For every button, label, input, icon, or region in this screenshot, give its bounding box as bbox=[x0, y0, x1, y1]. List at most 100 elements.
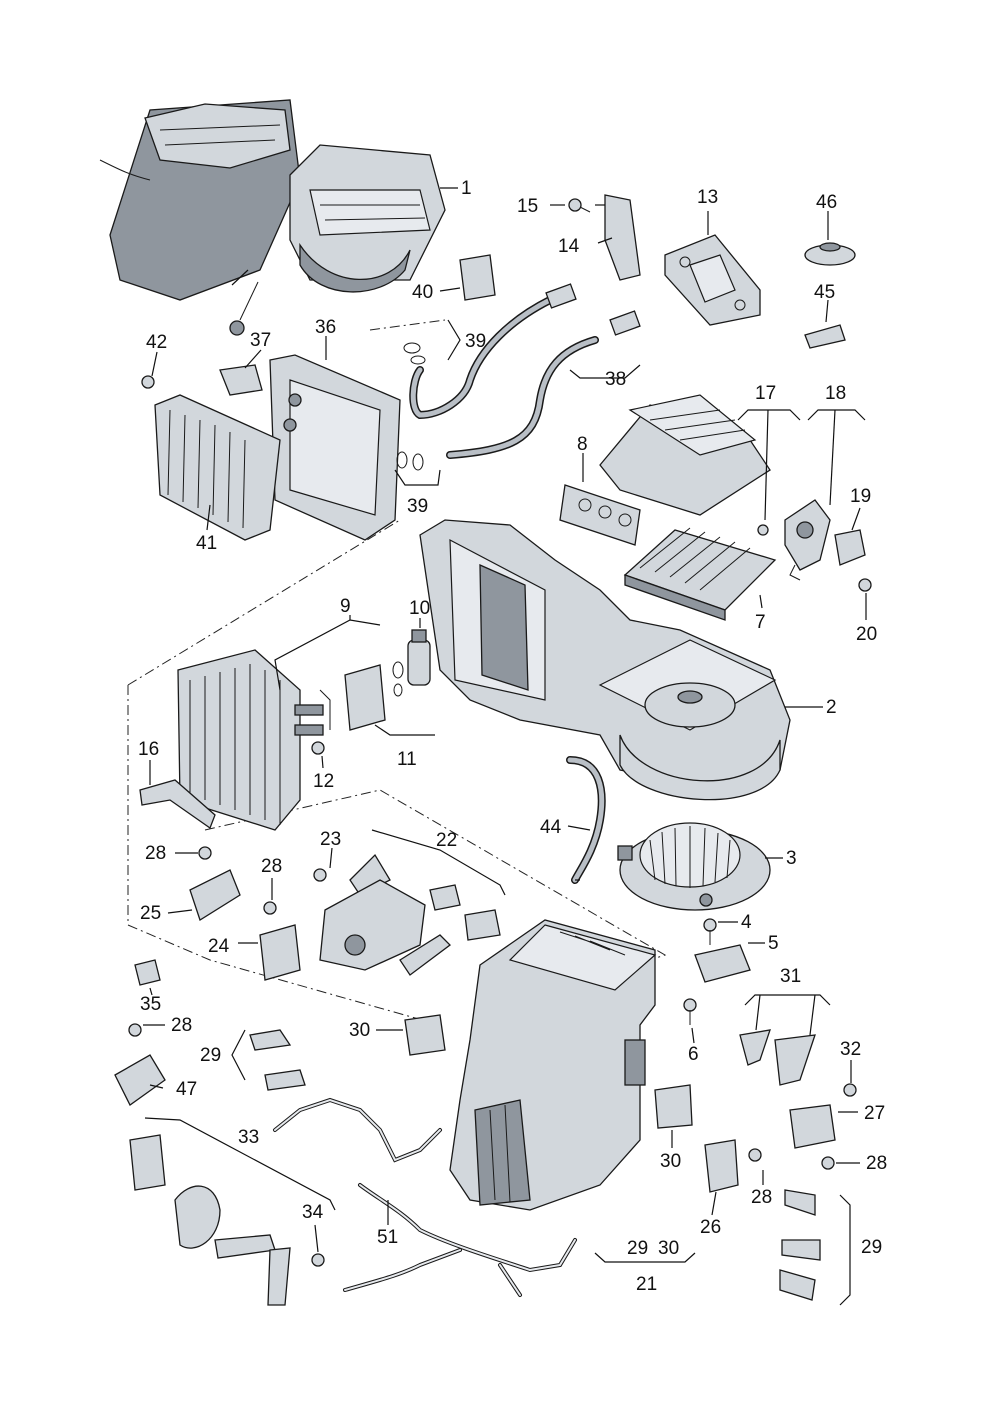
callout-20: 20 bbox=[856, 624, 877, 645]
callout-46: 46 bbox=[816, 192, 837, 213]
grommet-46 bbox=[804, 242, 856, 266]
callout-32: 32 bbox=[840, 1039, 861, 1060]
callout-10: 10 bbox=[409, 598, 430, 619]
servo-motor-24 bbox=[259, 924, 301, 981]
screw-4 bbox=[703, 918, 717, 945]
air-distribution-housing bbox=[449, 919, 657, 1211]
seal-14 bbox=[604, 194, 641, 281]
callout-11: 11 bbox=[397, 749, 417, 770]
callout-51: 51 bbox=[377, 1227, 398, 1248]
pin-45 bbox=[804, 324, 846, 349]
callout-29-c: 29 bbox=[627, 1238, 648, 1259]
screw-42 bbox=[141, 375, 155, 389]
bracket-37 bbox=[219, 364, 263, 396]
callout-33: 33 bbox=[238, 1127, 259, 1148]
callout-7: 7 bbox=[755, 612, 766, 633]
callout-13: 13 bbox=[697, 187, 718, 208]
servo-motor-47 bbox=[114, 1054, 166, 1106]
callout-40: 40 bbox=[412, 282, 433, 303]
sensor-16 bbox=[139, 779, 216, 830]
callout-28-d: 28 bbox=[751, 1187, 772, 1208]
refrigerant-line-38 bbox=[409, 283, 641, 459]
blower-motor bbox=[617, 822, 771, 911]
callout-28-c: 28 bbox=[171, 1015, 192, 1036]
o-ring-39 bbox=[396, 342, 426, 471]
callout-39-b: 39 bbox=[407, 496, 428, 517]
actuator-30 bbox=[404, 1014, 693, 1129]
callout-21: 21 bbox=[636, 1274, 657, 1295]
callout-34: 34 bbox=[302, 1202, 324, 1223]
callout-39-a: 39 bbox=[465, 331, 486, 352]
lever-33 bbox=[129, 1134, 291, 1306]
callout-9: 9 bbox=[340, 596, 351, 617]
servo-motor-18 bbox=[784, 499, 831, 581]
screw-12 bbox=[311, 741, 325, 755]
callout-47: 47 bbox=[176, 1079, 197, 1100]
callout-30-b: 30 bbox=[660, 1151, 681, 1172]
servo-motor-25 bbox=[189, 869, 241, 921]
holder-26 bbox=[704, 1139, 739, 1193]
screw-23 bbox=[313, 868, 327, 882]
callout-8: 8 bbox=[577, 434, 588, 455]
callout-28-e: 28 bbox=[866, 1153, 887, 1174]
drain-hose-44 bbox=[566, 756, 606, 884]
sensor-31 bbox=[739, 1029, 816, 1086]
callout-2: 2 bbox=[826, 697, 837, 718]
callout-45: 45 bbox=[814, 282, 835, 303]
callout-25: 25 bbox=[140, 903, 161, 924]
callout-15: 15 bbox=[517, 196, 538, 217]
callout-28-a: 28 bbox=[145, 843, 166, 864]
callout-24: 24 bbox=[208, 936, 230, 957]
callout-18: 18 bbox=[825, 383, 846, 404]
callout-12: 12 bbox=[313, 771, 334, 792]
clip-35 bbox=[134, 959, 161, 986]
screw-32 bbox=[843, 1083, 857, 1097]
callout-35: 35 bbox=[140, 994, 161, 1015]
callout-29-a: 29 bbox=[200, 1045, 221, 1066]
expansion-valve-40 bbox=[459, 254, 496, 301]
valve-10 bbox=[407, 629, 431, 686]
gasket-13 bbox=[664, 234, 761, 326]
callout-30-c: 30 bbox=[658, 1238, 679, 1259]
callout-29-b: 29 bbox=[861, 1237, 882, 1258]
callout-28-b: 28 bbox=[261, 856, 282, 877]
screw-34 bbox=[311, 1253, 325, 1267]
screw-6 bbox=[683, 998, 697, 1025]
evaporator-36 bbox=[269, 354, 401, 541]
wiring-harness-51 bbox=[273, 1097, 577, 1297]
heater-core-41 bbox=[154, 394, 281, 541]
filter-housing bbox=[599, 394, 771, 516]
callout-labels: 1 2 3 4 5 6 7 8 9 10 11 12 13 14 15 16 1… bbox=[138, 178, 887, 1295]
clip-5 bbox=[694, 944, 751, 983]
air-conditioning-unit bbox=[99, 99, 446, 336]
callout-27: 27 bbox=[864, 1103, 885, 1124]
callout-42: 42 bbox=[146, 332, 167, 353]
callout-19: 19 bbox=[850, 486, 871, 507]
servo-actuator-22 bbox=[319, 879, 426, 971]
callout-44: 44 bbox=[540, 817, 562, 838]
callout-16: 16 bbox=[138, 739, 159, 760]
pollen-filter bbox=[623, 527, 777, 621]
callout-5: 5 bbox=[768, 933, 779, 954]
temperature-sensor-29 bbox=[249, 1029, 821, 1301]
callout-38: 38 bbox=[605, 369, 626, 390]
screw-28 bbox=[128, 846, 835, 1170]
callout-41: 41 bbox=[196, 533, 217, 554]
seal-8 bbox=[559, 484, 641, 546]
callout-3: 3 bbox=[786, 848, 797, 869]
callout-22: 22 bbox=[436, 830, 457, 851]
callout-31: 31 bbox=[780, 966, 801, 987]
callout-36: 36 bbox=[315, 317, 336, 338]
screw-17 bbox=[757, 524, 769, 536]
callout-37: 37 bbox=[250, 330, 271, 351]
actuator-19 bbox=[834, 529, 866, 566]
callout-14: 14 bbox=[558, 236, 580, 257]
callout-1: 1 bbox=[461, 178, 472, 199]
screw-15 bbox=[568, 198, 591, 213]
callout-17: 17 bbox=[755, 383, 776, 404]
callout-30-a: 30 bbox=[349, 1020, 370, 1041]
seal-ring-11 bbox=[392, 661, 404, 697]
callout-6: 6 bbox=[688, 1044, 699, 1065]
motor-27 bbox=[789, 1104, 836, 1149]
